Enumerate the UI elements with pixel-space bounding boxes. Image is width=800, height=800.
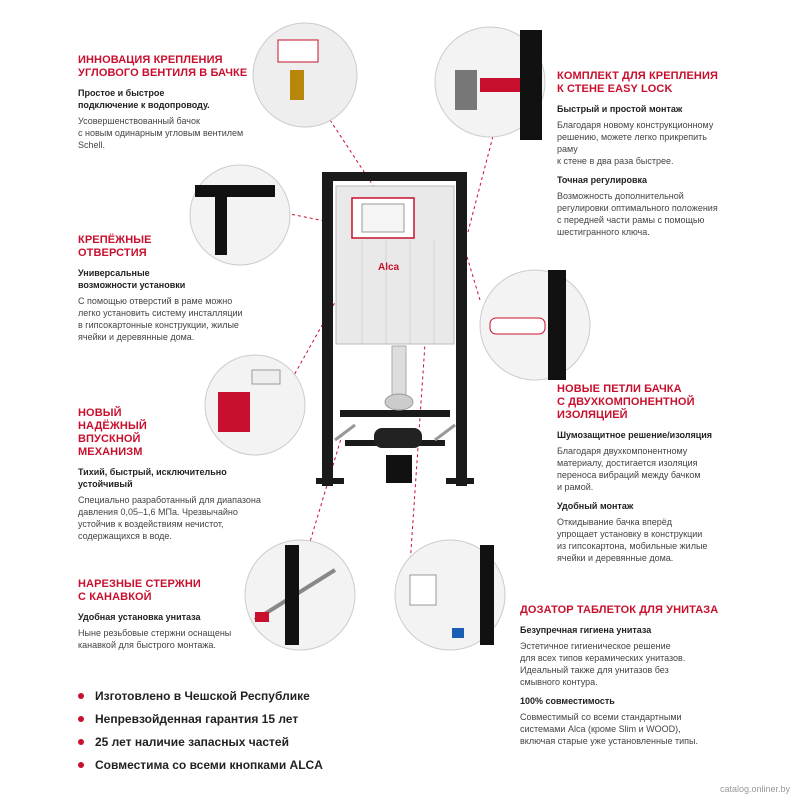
description: Усовершенствованный бачок с новым одинар… — [78, 116, 244, 150]
heading: КОМПЛЕКТ ДЛЯ КРЕПЛЕНИЯ К СТЕНЕ EASY LOCK — [557, 70, 718, 95]
list-item: Непревзойденная гарантия 15 лет — [78, 707, 323, 730]
detail-circles — [189, 22, 591, 651]
feature-threaded-rods: НАРЕЗНЫЕ СТЕРЖНИ С КАНАВКОЙ Удобная уста… — [78, 578, 278, 651]
description: С помощью отверстий в раме можно легко у… — [78, 296, 243, 342]
bullet-icon — [78, 738, 84, 745]
feature-mount-holes: КРЕПЁЖНЫЕ ОТВЕРСТИЯ Универсальные возмож… — [78, 234, 278, 343]
description-2: Возможность дополнительной регулировки о… — [557, 191, 718, 237]
description: Ныне резьбовые стержни оснащены канавкой… — [78, 628, 232, 650]
description-2: Откидывание бачка вперёд упрощает устано… — [557, 517, 708, 563]
description: Благодаря двухкомпонентному материалу, д… — [557, 446, 701, 492]
description: Эстетичное гигиеническое решение для все… — [520, 641, 686, 687]
feature-cistern-hinges: НОВЫЕ ПЕТЛИ БАЧКА С ДВУХКОМПОНЕНТНОЙ ИЗО… — [557, 383, 772, 564]
list-item-text: Непревзойденная гарантия 15 лет — [95, 711, 299, 726]
subheading-2: 100% совместимость — [520, 696, 615, 706]
list-item-text: Совместима со всеми кнопками ALCA — [95, 757, 323, 772]
list-item: 25 лет наличие запасных частей — [78, 730, 323, 753]
bullet-icon — [78, 715, 84, 722]
feature-easy-lock: КОМПЛЕКТ ДЛЯ КРЕПЛЕНИЯ К СТЕНЕ EASY LOCK… — [557, 70, 772, 238]
list-item: Совместима со всеми кнопками ALCA — [78, 753, 323, 776]
description-2: Совместимый со всеми стандартными систем… — [520, 712, 698, 746]
alca-logo: Alca — [378, 262, 400, 273]
heading: КРЕПЁЖНЫЕ ОТВЕРСТИЯ — [78, 234, 152, 259]
watermark: catalog.onliner.by — [719, 784, 790, 794]
heading: НАРЕЗНЫЕ СТЕРЖНИ С КАНАВКОЙ — [78, 578, 201, 603]
bullet-icon — [78, 692, 84, 699]
benefits-list: Изготовлено в Чешской Республике Непревз… — [78, 684, 323, 776]
description: Специально разработанный для диапазона д… — [78, 495, 261, 541]
list-item: Изготовлено в Чешской Республике — [78, 684, 323, 707]
subheading: Простое и быстрое подключение к водопров… — [78, 88, 210, 110]
heading: НОВЫЕ ПЕТЛИ БАЧКА С ДВУХКОМПОНЕНТНОЙ ИЗО… — [557, 383, 695, 421]
heading: ДОЗАТОР ТАБЛЕТОК ДЛЯ УНИТАЗА — [520, 604, 719, 616]
subheading: Удобная установка унитаза — [78, 612, 201, 622]
subheading: Безупречная гигиена унитаза — [520, 625, 652, 635]
subheading: Шумозащитное решение/изоляция — [557, 430, 713, 440]
bullet-icon — [78, 761, 84, 768]
feature-valve: ИННОВАЦИЯ КРЕПЛЕНИЯ УГЛОВОГО ВЕНТИЛЯ В Б… — [78, 54, 268, 151]
cistern — [335, 185, 455, 483]
heading: НОВЫЙ НАДЁЖНЫЙ ВПУСКНОЙ МЕХАНИЗМ — [78, 407, 147, 458]
subheading: Тихий, быстрый, исключительно устойчивый — [78, 467, 227, 489]
feature-inlet-valve: НОВЫЙ НАДЁЖНЫЙ ВПУСКНОЙ МЕХАНИЗМ Тихий, … — [78, 407, 288, 542]
subheading-2: Удобный монтаж — [557, 501, 634, 511]
list-item-text: 25 лет наличие запасных частей — [95, 734, 289, 749]
subheading-2: Точная регулировка — [557, 175, 648, 185]
subheading: Быстрый и простой монтаж — [557, 104, 683, 114]
list-item-text: Изготовлено в Чешской Республике — [95, 688, 310, 703]
description: Благодаря новому конструкционному решени… — [557, 120, 714, 166]
subheading: Универсальные возможности установки — [78, 268, 186, 290]
feature-tablet-dispenser: ДОЗАТОР ТАБЛЕТОК ДЛЯ УНИТАЗА Безупречная… — [520, 604, 770, 747]
heading: ИННОВАЦИЯ КРЕПЛЕНИЯ УГЛОВОГО ВЕНТИЛЯ В Б… — [78, 54, 248, 79]
